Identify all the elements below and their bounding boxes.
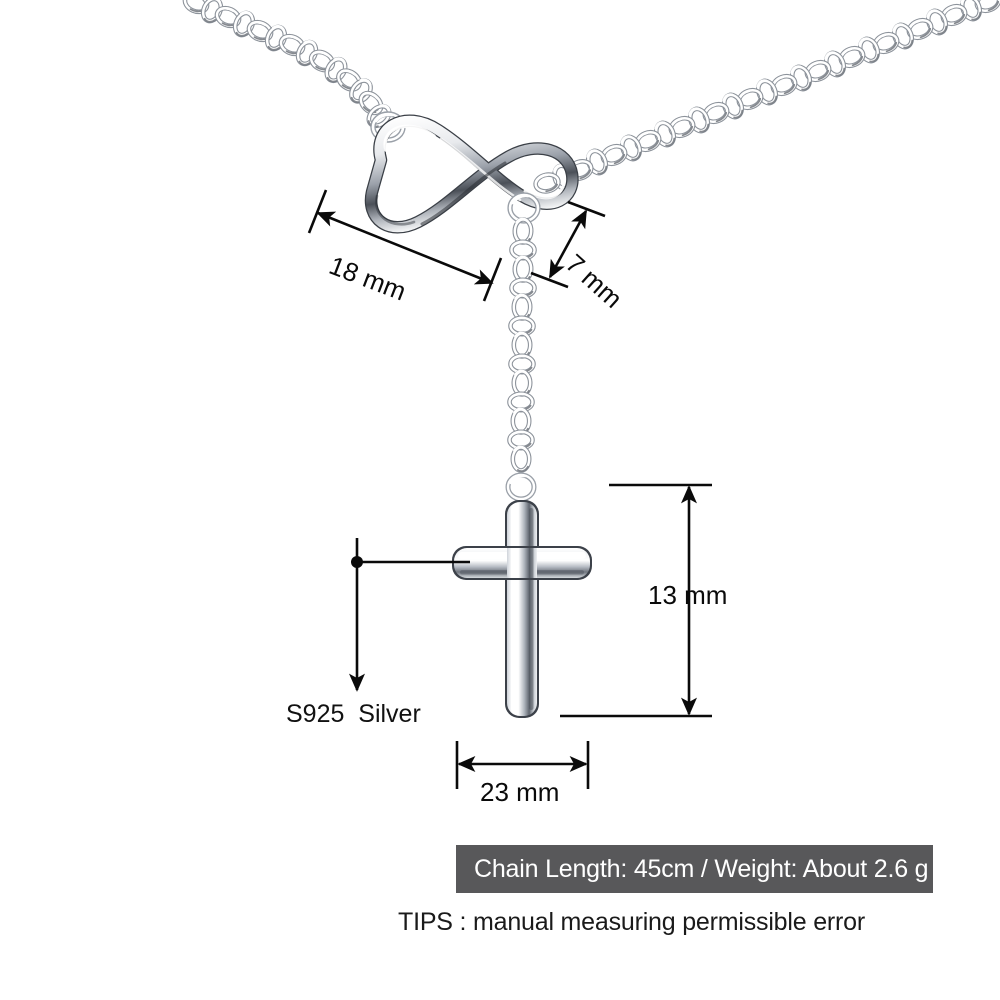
chain-drop bbox=[510, 219, 535, 471]
cross-pendant bbox=[452, 472, 592, 718]
material-leader-dot bbox=[351, 556, 363, 568]
spec-banner: Chain Length: 45cm / Weight: About 2.6 g bbox=[456, 845, 933, 893]
dimension-label-13mm: 13 mm bbox=[648, 580, 728, 610]
spec-banner-text: Chain Length: 45cm / Weight: About 2.6 g bbox=[474, 854, 929, 883]
tips-note: TIPS : manual measuring permissible erro… bbox=[398, 908, 865, 936]
material-label: S925 Silver bbox=[286, 700, 421, 728]
dimension-7mm bbox=[530, 200, 606, 289]
chain-right bbox=[534, 0, 1000, 193]
dimension-23mm bbox=[455, 741, 590, 789]
dimension-18mm bbox=[307, 189, 503, 302]
cross-vertical-bar bbox=[505, 500, 539, 718]
dimension-13mm bbox=[560, 483, 712, 718]
material-leader-line bbox=[348, 538, 470, 692]
dimension-label-23mm: 23 mm bbox=[480, 777, 560, 807]
infinity-pendant bbox=[364, 111, 579, 234]
jump-ring-cross bbox=[505, 472, 537, 502]
chain-left bbox=[182, 0, 393, 130]
